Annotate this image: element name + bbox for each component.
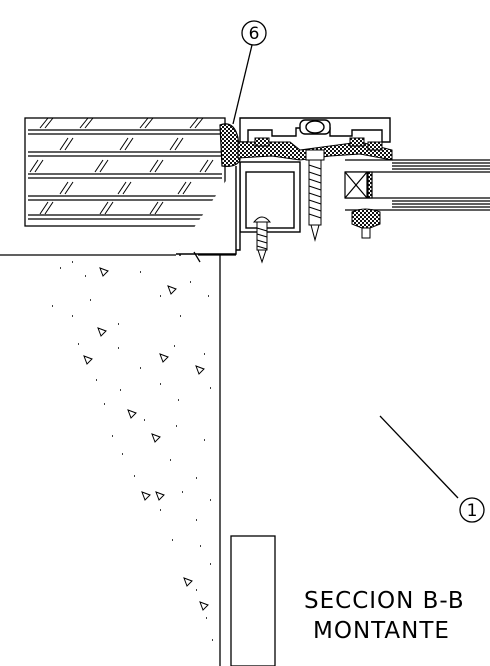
screw-left	[252, 216, 272, 264]
cap-profile	[239, 117, 391, 143]
section-title: SECCION B-B	[304, 588, 465, 614]
glass-panel-left	[24, 117, 226, 227]
mullion-profile	[176, 161, 301, 256]
section-subtitle: MONTANTE	[313, 618, 450, 644]
floor-slab	[0, 251, 236, 666]
sealant-bead	[219, 123, 241, 167]
callout-6: 6	[232, 20, 267, 125]
lower-post	[230, 535, 276, 666]
concrete-hatch	[52, 261, 213, 641]
pressure-clip	[351, 208, 381, 239]
callout-1: 1	[379, 415, 485, 523]
callout-6-label: 6	[249, 24, 260, 44]
screw-center	[305, 149, 325, 242]
callout-1-label: 1	[467, 501, 478, 521]
glass-panel-right	[344, 159, 490, 211]
